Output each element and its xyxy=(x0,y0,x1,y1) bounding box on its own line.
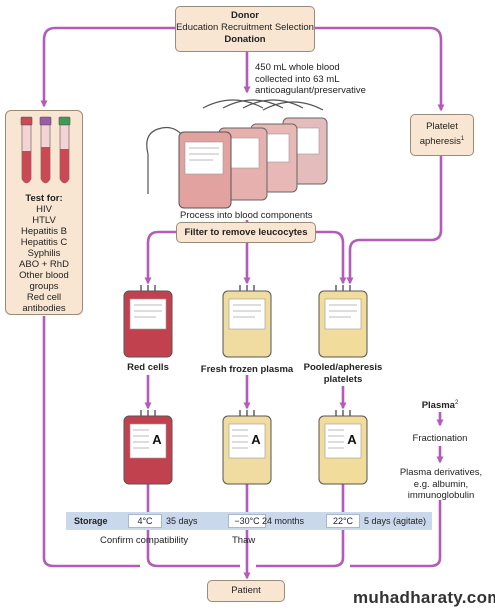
tube-purple xyxy=(39,116,52,184)
collection-note-line: collected into 63 mL xyxy=(255,73,340,85)
storage-duration-red: 35 days xyxy=(166,516,198,526)
storage-duration-ffp: 24 months xyxy=(262,516,305,526)
filter-box: Filter to remove leucocytes xyxy=(176,222,316,243)
arrow-donor-to-apheresis xyxy=(315,26,445,112)
red-cells-bag xyxy=(123,285,173,358)
derivatives-line: Plasma derivatives, xyxy=(399,467,483,478)
confirm-compatibility-label: Confirm compatibility xyxy=(100,535,189,546)
tube-green xyxy=(58,116,71,184)
red-cells-label: Red cells xyxy=(127,362,169,373)
test-item: Hepatitis C xyxy=(20,237,68,248)
process-label: Process into blood components xyxy=(180,210,313,221)
plasma-derivatives-label: Plasma derivatives, e.g. albumin, immuno… xyxy=(396,467,486,502)
blood-group-letter: A xyxy=(152,432,162,447)
storage-duration-platelets: 5 days (agitate) xyxy=(364,516,427,526)
test-item: Syphilis xyxy=(27,248,61,259)
plasma-heading: Plasma2 xyxy=(410,398,470,412)
collection-note-line: anticoagulant/preservative xyxy=(255,85,366,96)
whole-blood-bags-illustration xyxy=(146,99,328,209)
plasma-heading-text: Plasma xyxy=(421,400,455,412)
arrow-red-down xyxy=(146,484,240,568)
platelets-labelled-bag: A xyxy=(318,410,368,485)
bag-front xyxy=(178,131,232,209)
derivatives-line: immunoglobulin xyxy=(407,490,475,501)
platelets-label: Pooled/apheresis platelets xyxy=(298,362,388,385)
test-item: antibodies xyxy=(22,303,66,314)
donor-title: Donor xyxy=(231,10,259,21)
arrow-tests-down xyxy=(42,316,140,568)
tests-list: Test for: HIV HTLV Hepatitis B Hepatitis… xyxy=(6,193,82,314)
footnote-2: 2 xyxy=(454,400,459,406)
test-tubes-illustration xyxy=(20,116,71,184)
red-cells-labelled-bag: A xyxy=(123,410,173,485)
platelet-apheresis-box: Platelet apheresis1 xyxy=(410,114,474,156)
arrow-platelets-down xyxy=(256,484,345,568)
blood-group-letter: A xyxy=(347,432,357,447)
platelets-label-line: Pooled/apheresis xyxy=(303,362,383,373)
test-item: groups xyxy=(29,281,59,292)
patient-box: Patient xyxy=(207,580,285,602)
arrow-filter-to-red xyxy=(144,230,176,285)
storage-temp-platelets: 22°C xyxy=(326,514,360,528)
platelet-apheresis-label: Platelet xyxy=(426,121,458,132)
arrow-filter-to-platelets xyxy=(316,230,347,285)
test-item: HTLV xyxy=(32,215,56,226)
test-item: Hepatitis B xyxy=(21,226,67,237)
storage-temp-ffp: −30°C xyxy=(228,514,266,528)
apheresis-word: apheresis xyxy=(419,136,461,148)
test-item: Red cell xyxy=(26,292,62,303)
donation-label: Donation xyxy=(224,34,266,45)
storage-label: Storage xyxy=(74,516,108,526)
derivatives-line: e.g. albumin, xyxy=(413,478,469,490)
test-item: HIV xyxy=(36,204,52,215)
blood-group-letter: A xyxy=(251,432,261,447)
platelets-bag xyxy=(318,285,368,358)
arrow-apheresis-to-platelets xyxy=(346,156,443,285)
platelets-label-line: platelets xyxy=(323,373,363,385)
tests-panel: Test for: HIV HTLV Hepatitis B Hepatitis… xyxy=(5,110,83,315)
plasma-bag xyxy=(222,285,272,358)
donor-box: Donor Education Recruitment Selection Do… xyxy=(175,6,315,52)
tube-red xyxy=(20,116,33,184)
storage-temp-red: 4°C xyxy=(128,514,162,528)
test-item: ABO + RhD xyxy=(19,259,69,270)
plasma-labelled-bag: A xyxy=(222,410,272,485)
ffp-label: Fresh frozen plasma xyxy=(200,364,294,375)
tests-heading: Test for: xyxy=(25,193,63,204)
test-item: Other blood xyxy=(19,270,69,281)
footnote-1: 1 xyxy=(460,136,465,142)
thaw-label: Thaw xyxy=(232,535,256,546)
collection-note-line: 450 mL whole blood xyxy=(255,62,340,73)
arrow-derivatives-to-patient xyxy=(350,500,442,568)
arrow-donor-to-tests xyxy=(40,26,175,108)
collection-note: 450 mL whole blood collected into 63 mL … xyxy=(255,62,366,97)
fractionation-label: Fractionation xyxy=(412,433,468,444)
donor-subtitle: Education Recruitment Selection xyxy=(176,22,314,33)
watermark-text: muhadharaty.com xyxy=(353,588,495,607)
platelet-apheresis-label-2: apheresis1 xyxy=(411,133,473,148)
